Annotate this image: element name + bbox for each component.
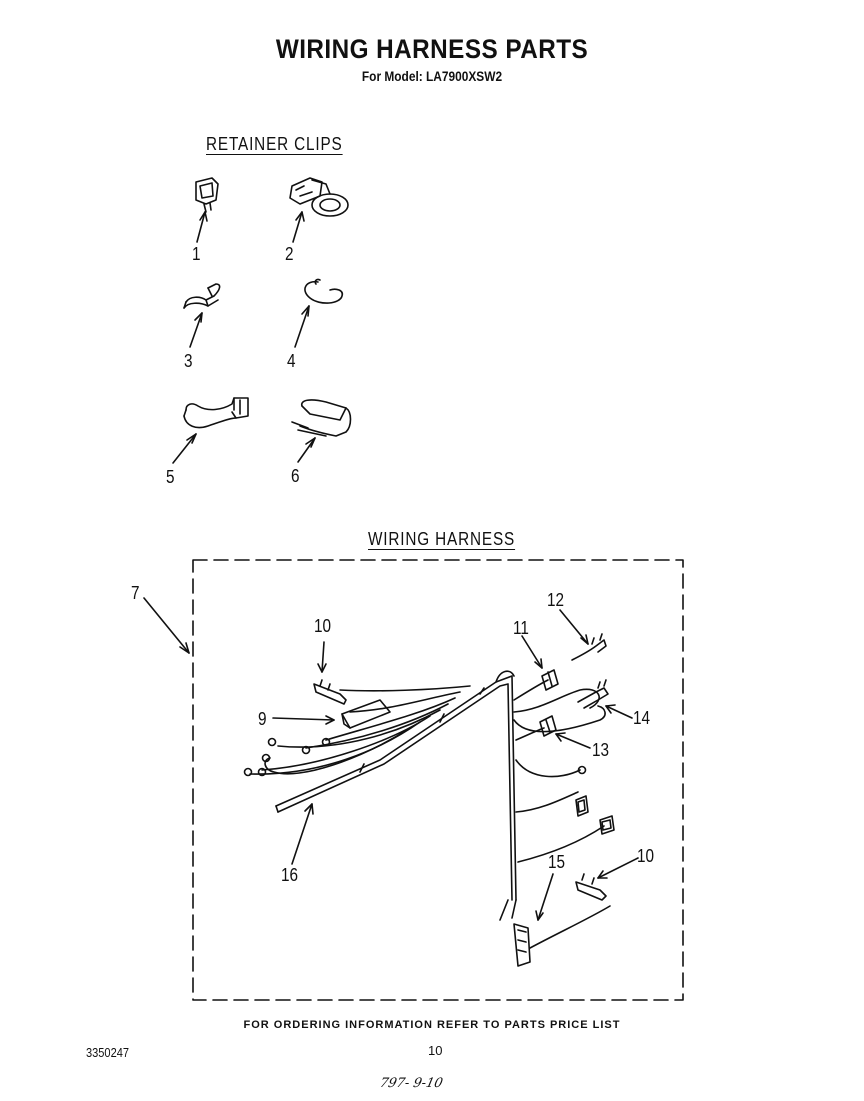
leader-2 <box>292 211 303 243</box>
page-title: WIRING HARNESS PARTS <box>275 34 589 64</box>
leader-11 <box>521 635 543 669</box>
callout-16: 16 <box>281 865 299 885</box>
callout-1: 1 <box>192 244 201 264</box>
terminal-10-bottom <box>575 873 607 901</box>
callout-4: 4 <box>287 351 296 371</box>
leader-10-top <box>321 641 325 673</box>
connector-13 <box>539 715 557 737</box>
harness-boundary <box>192 559 684 1001</box>
leader-1 <box>196 211 206 243</box>
handwritten-note: 797- 9-10 <box>378 1076 445 1091</box>
terminal-12 <box>571 633 607 661</box>
callout-15: 15 <box>548 852 566 872</box>
leader-14 <box>605 705 633 719</box>
callout-13: 13 <box>592 740 610 760</box>
connector-block-9 <box>341 699 391 729</box>
page-number: 10 <box>428 1043 443 1058</box>
leader-16 <box>291 803 313 865</box>
leader-7 <box>143 597 190 654</box>
document-number: 3350247 <box>86 1045 130 1060</box>
leader-13 <box>555 733 591 749</box>
retainer-clips-heading: RETAINER CLIPS <box>206 134 343 154</box>
callout-9: 9 <box>258 709 267 729</box>
leader-5 <box>172 433 197 464</box>
callout-7: 7 <box>131 583 140 603</box>
terminal-10-top <box>313 679 347 705</box>
leader-3 <box>189 312 203 348</box>
callout-3: 3 <box>184 351 193 371</box>
right-wire-bundle <box>513 679 606 863</box>
retainer-clip-2 <box>289 177 349 217</box>
callout-11: 11 <box>513 618 529 638</box>
model-subtitle: For Model: LA7900XSW2 <box>361 68 503 84</box>
callout-5: 5 <box>166 467 175 487</box>
connector-15 <box>513 905 611 967</box>
callout-10-bottom: 10 <box>637 846 655 866</box>
ordering-note: FOR ORDERING INFORMATION REFER TO PARTS … <box>243 1019 621 1031</box>
leader-9 <box>272 717 335 721</box>
retainer-clip-4 <box>304 278 344 304</box>
leader-12 <box>559 609 589 645</box>
leader-15 <box>537 873 554 921</box>
terminal-14 <box>577 679 609 709</box>
callout-12: 12 <box>547 590 565 610</box>
callout-14: 14 <box>633 708 651 728</box>
plug-upper-right <box>575 795 589 817</box>
callout-10-top: 10 <box>314 616 332 636</box>
wiring-harness-heading: WIRING HARNESS <box>368 529 516 549</box>
retainer-clip-1 <box>195 177 219 213</box>
leader-4 <box>294 305 310 348</box>
leader-10-bottom <box>597 857 639 879</box>
retainer-clip-6 <box>291 399 352 437</box>
harness-trunk <box>275 670 517 921</box>
connector-11 <box>541 669 559 691</box>
plug-lower-right <box>599 815 615 835</box>
left-wire-bundle <box>243 685 471 777</box>
callout-6: 6 <box>291 466 300 486</box>
retainer-clip-3 <box>183 283 221 309</box>
retainer-clip-5 <box>183 397 249 429</box>
callout-2: 2 <box>285 244 294 264</box>
leader-6 <box>297 437 316 463</box>
